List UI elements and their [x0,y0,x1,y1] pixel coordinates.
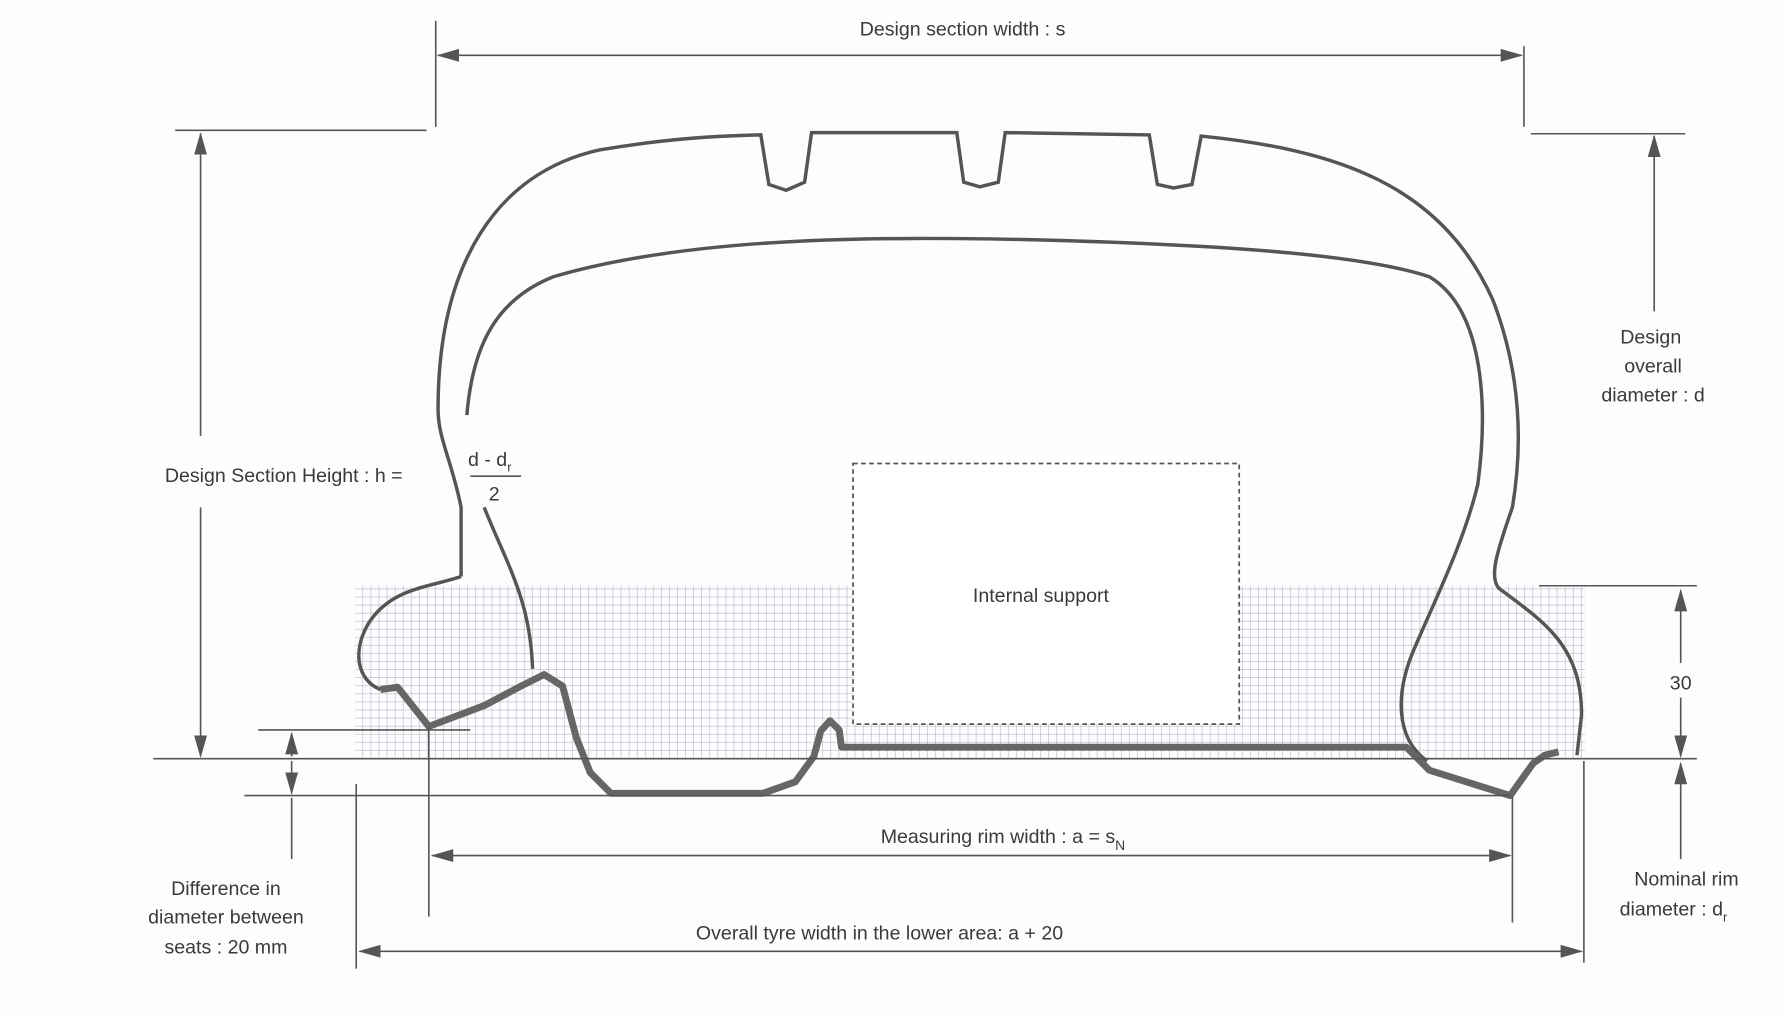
dimension-lines [153,20,1697,969]
internal-support-box [852,462,1241,725]
difference-label-3: seats : 20 mm [164,937,287,959]
rim-profile [379,671,1560,800]
difference-label-2: diameter between [148,907,304,929]
tyre-outline [357,130,1584,763]
measuring-rim-width-label: Measuring rim width : a = sN [881,826,1125,853]
nominal-rim-label-2: diameter : dr [1620,899,1728,925]
overall-lower-width-label: Overall tyre width in the lower area: a … [696,923,1063,945]
difference-label-1: Difference in [171,878,281,900]
section-height-label: Design Section Height : h = [165,465,403,487]
thirty-label: 30 [1670,673,1692,695]
nominal-rim-label-1: Nominal rim [1634,869,1738,891]
overall-diameter-label-1: Design [1620,327,1681,349]
overall-diameter-label-3: diameter : d [1601,384,1704,406]
overall-diameter-label-2: overall [1624,355,1682,377]
section-width-label: Design section width : s [860,19,1066,41]
formula-numerator: d - dr [468,449,512,475]
formula-denominator: 2 [489,483,500,505]
internal-support-label: Internal support [973,585,1110,607]
